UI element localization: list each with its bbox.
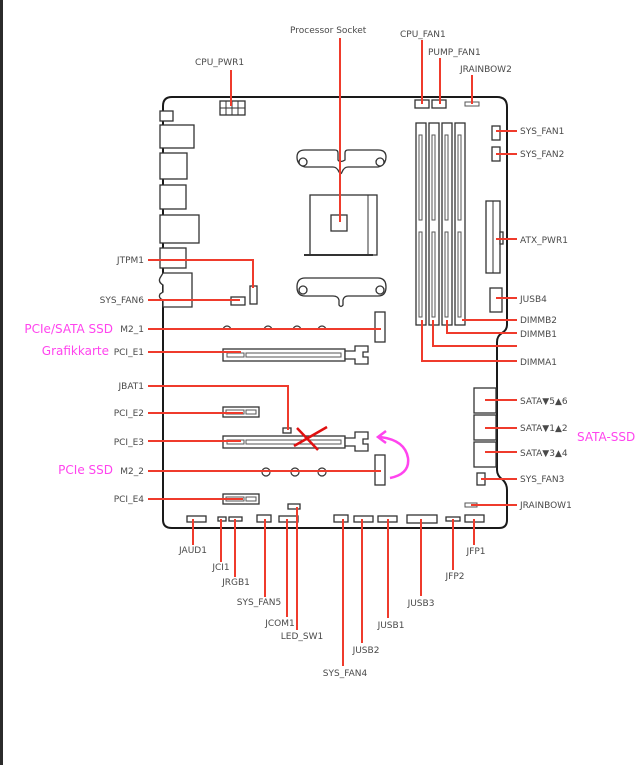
cpu-retention-bracket-bottom xyxy=(296,277,387,308)
label-jusb4: JUSB4 xyxy=(519,295,547,305)
label-jrainbow1: JRAINBOW1 xyxy=(519,501,572,511)
label-jrainbow2: JRAINBOW2 xyxy=(459,65,512,75)
label-cpu-fan1: CPU_FAN1 xyxy=(400,30,446,40)
label-sys-fan1: SYS_FAN1 xyxy=(520,127,564,137)
label-jfp1: JFP1 xyxy=(466,547,486,557)
label-atx-pwr1: ATX_PWR1 xyxy=(520,236,568,246)
leader-lines xyxy=(148,38,517,666)
label-cpu-pwr1: CPU_PWR1 xyxy=(195,58,244,68)
dimm-slots xyxy=(415,122,466,326)
label-jaud1: JAUD1 xyxy=(178,546,207,556)
cross-out-mark xyxy=(293,425,328,451)
atx-pwr1-connector xyxy=(485,200,504,274)
label-jbat1: JBAT1 xyxy=(117,382,144,392)
annotation-m2-1: PCIe/SATA SSD xyxy=(24,322,113,336)
label-pump-fan1: PUMP_FAN1 xyxy=(428,48,481,58)
window-left-edge xyxy=(0,0,3,765)
annotation-pci-e1: Grafikkarte xyxy=(42,344,109,358)
label-dimmb2: DIMMB2 xyxy=(520,316,557,326)
annotation-sata-ssd: SATA-SSD xyxy=(577,430,635,444)
label-sys-fan5: SYS_FAN5 xyxy=(237,598,281,608)
label-sata56: SATA▼5▲6 xyxy=(520,397,568,407)
label-led-sw1: LED_SW1 xyxy=(281,632,323,642)
jtpm1-header xyxy=(249,285,258,305)
label-sata34: SATA▼3▲4 xyxy=(520,449,568,459)
jusb4-connector xyxy=(489,287,503,313)
label-sys-fan2: SYS_FAN2 xyxy=(520,150,564,160)
sata34-port xyxy=(473,441,497,468)
label-jtpm1: JTPM1 xyxy=(116,256,144,266)
label-dimma1: DIMMA1 xyxy=(520,358,557,368)
m2-1-slot xyxy=(374,311,386,343)
label-jrgb1: JRGB1 xyxy=(221,578,250,588)
label-m2-2: M2_2 xyxy=(120,467,144,477)
label-pci-e3: PCI_E3 xyxy=(114,438,144,448)
label-jusb1: JUSB1 xyxy=(377,621,405,631)
move-arrow-icon xyxy=(379,435,410,480)
label-sys-fan4: SYS_FAN4 xyxy=(323,669,368,679)
arrow-head-icon xyxy=(375,430,387,444)
led-sw1-switch xyxy=(287,503,301,510)
label-jusb3: JUSB3 xyxy=(407,599,435,609)
label-jfp2: JFP2 xyxy=(445,572,465,582)
cpu-retention-bracket-top xyxy=(296,149,387,175)
label-dimmb1: DIMMB1 xyxy=(520,330,557,340)
label-m2-1: M2_1 xyxy=(120,325,144,335)
annotation-m2-2: PCIe SSD xyxy=(58,463,113,477)
label-pci-e1: PCI_E1 xyxy=(114,348,144,358)
label-pci-e2: PCI_E2 xyxy=(114,409,144,419)
pci-e1-slot xyxy=(222,345,369,365)
label-pci-e4: PCI_E4 xyxy=(114,495,145,505)
label-jusb2: JUSB2 xyxy=(352,646,380,656)
processor-socket xyxy=(304,194,378,256)
bottom-headers xyxy=(186,514,485,524)
label-sys-fan6: SYS_FAN6 xyxy=(100,296,145,306)
rear-io-ports xyxy=(158,110,200,308)
label-sata12: SATA▼1▲2 xyxy=(520,424,568,434)
label-sys-fan3: SYS_FAN3 xyxy=(520,475,564,485)
pci-e3-slot xyxy=(222,431,369,452)
label-processor-socket: Processor Socket xyxy=(290,26,367,36)
sys-fan1-header xyxy=(491,125,501,141)
label-jcom1: JCOM1 xyxy=(264,619,295,629)
label-jci1: JCI1 xyxy=(211,563,229,573)
cpu-pwr1-connector xyxy=(219,100,246,116)
